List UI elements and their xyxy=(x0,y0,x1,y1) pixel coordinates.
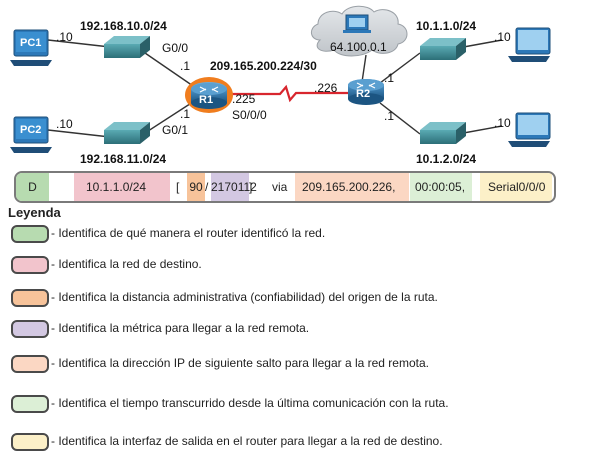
legend-text: - Identifica la dirección IP de siguient… xyxy=(51,356,429,370)
route-slash: / xyxy=(205,180,209,194)
legend-item: - Identifica la distancia administrativa… xyxy=(11,289,571,311)
route-ad: 90 xyxy=(189,180,203,194)
link-r2-switch3 xyxy=(379,52,421,84)
legend-title: Leyenda xyxy=(8,205,61,220)
pc-bottom-right-icon xyxy=(508,112,551,147)
pc1-host-label: .10 xyxy=(56,30,73,44)
internet-cloud xyxy=(311,5,408,57)
legend-swatch xyxy=(11,395,49,413)
network-topology-diagram: PC1 PC2 .10 .10 192.168.10.0/24 192.168.… xyxy=(10,5,551,166)
r1-serial-if-label: S0/0/0 xyxy=(232,108,267,122)
links xyxy=(47,39,503,138)
legend-swatch xyxy=(11,433,49,451)
r1-serial-host-label: .225 xyxy=(232,92,256,106)
link-pc2-switch2 xyxy=(47,129,111,138)
legend-item: - Identifica la red de destino. xyxy=(11,256,571,278)
r2-serial-host-label: .226 xyxy=(314,81,338,95)
lan-bottom-right-label: 10.1.2.0/24 xyxy=(416,152,476,166)
legend-text: - Identifica de qué manera el router ide… xyxy=(51,226,326,240)
route-bracket-close: ] xyxy=(249,180,253,194)
legend-text: - Identifica la interfaz de salida en el… xyxy=(51,434,443,448)
route-next-hop: 209.165.200.226, xyxy=(302,180,396,194)
route-metric: 2170112 xyxy=(211,180,257,194)
wan-network-label: 209.165.200.224/30 xyxy=(210,59,317,73)
r1-g01-host-label: .1 xyxy=(180,107,190,121)
legend-swatch xyxy=(11,225,49,243)
route-bracket-open: [ xyxy=(176,180,180,194)
router-r2-icon xyxy=(348,79,384,105)
r2-bottom-host-label: .1 xyxy=(384,109,394,123)
router-r1-icon xyxy=(185,77,233,113)
switch-1-icon xyxy=(104,36,150,58)
route-network-segment: 10.1.1.0/24 xyxy=(74,173,170,201)
route-interface: Serial0/0/0 xyxy=(488,180,546,194)
legend-swatch xyxy=(11,289,49,307)
legend-item: - Identifica la métrica para llegar a la… xyxy=(11,320,571,342)
legend-swatch xyxy=(11,256,49,274)
link-switch2-r1 xyxy=(144,99,197,134)
legend-item: - Identifica la dirección IP de siguient… xyxy=(11,355,571,377)
routing-table-entry: D 10.1.1.0/24 [ 90 / 2170112 ] via 209.1… xyxy=(14,171,556,203)
r2-top-host-label: .1 xyxy=(384,71,394,85)
legend-item: - Identifica el tiempo transcurrido desd… xyxy=(11,395,571,417)
switch-4-icon xyxy=(420,122,466,144)
link-r2-switch4 xyxy=(379,102,421,135)
pc-top-right-icon xyxy=(508,27,551,62)
pc-bottom-right-host-label: .10 xyxy=(494,116,511,130)
route-code: D xyxy=(28,180,37,194)
pc-top-right-host-label: .10 xyxy=(494,30,511,44)
r1-g00-label: G0/0 xyxy=(162,41,188,55)
switch-2-icon xyxy=(104,122,150,144)
route-interface-segment: Serial0/0/0 xyxy=(480,173,552,201)
serial-link xyxy=(222,84,348,103)
server-icon xyxy=(343,14,371,33)
pc2-icon xyxy=(10,116,52,153)
cloud-host-label: 64.100.0.1 xyxy=(330,40,387,54)
link-pc1-switch1 xyxy=(47,39,111,48)
route-time: 00:00:05, xyxy=(415,180,466,194)
route-time-segment: 00:00:05, xyxy=(410,173,472,201)
pc1-icon xyxy=(10,29,52,66)
pc2-host-label: .10 xyxy=(56,117,73,131)
route-next-hop-segment: 209.165.200.226, xyxy=(295,173,409,201)
r1-label: R1 xyxy=(199,94,213,106)
pc2-label: PC2 xyxy=(20,124,41,136)
r1-g00-host-label: .1 xyxy=(180,59,190,73)
route-via: via xyxy=(272,180,288,194)
legend-text: - Identifica la distancia administrativa… xyxy=(51,290,438,304)
legend-swatch xyxy=(11,355,49,373)
route-ad-segment: 90 xyxy=(187,173,205,201)
switch-3-icon xyxy=(420,38,466,60)
legend-text: - Identifica la métrica para llegar a la… xyxy=(51,321,310,335)
legend-item: - Identifica la interfaz de salida en el… xyxy=(11,433,571,455)
r2-label: R2 xyxy=(356,88,370,100)
link-r2-cloud xyxy=(361,54,367,83)
lan-bottom-left-label: 192.168.11.0/24 xyxy=(80,152,166,166)
lan-top-left-label: 192.168.10.0/24 xyxy=(80,19,167,33)
route-code-segment: D xyxy=(16,173,49,201)
legend-item: - Identifica de qué manera el router ide… xyxy=(11,225,571,247)
route-metric-segment: 2170112 xyxy=(211,173,257,201)
pc1-label: PC1 xyxy=(20,37,41,49)
legend-swatch xyxy=(11,320,49,338)
legend-text: - Identifica el tiempo transcurrido desd… xyxy=(51,396,449,410)
route-network: 10.1.1.0/24 xyxy=(86,180,147,194)
link-switch1-r1 xyxy=(144,52,197,89)
legend-text: - Identifica la red de destino. xyxy=(51,257,202,271)
lan-top-right-label: 10.1.1.0/24 xyxy=(416,19,476,33)
r1-g01-label: G0/1 xyxy=(162,123,188,137)
